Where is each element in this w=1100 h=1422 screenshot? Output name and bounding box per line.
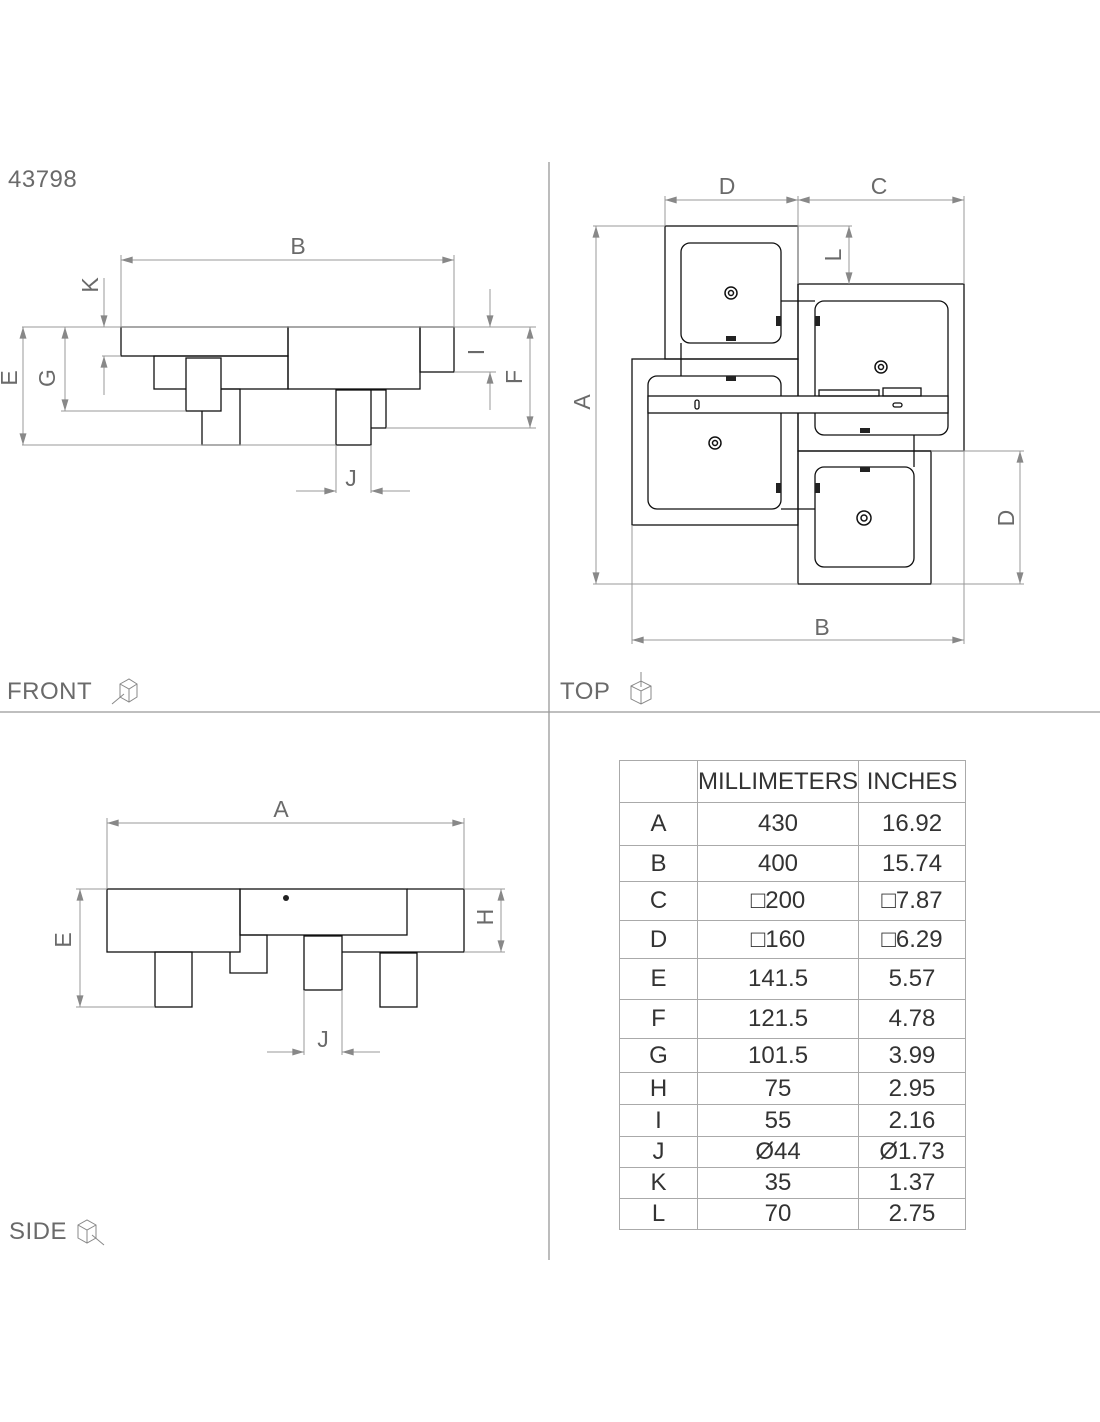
view-label-top: TOP — [560, 678, 611, 705]
dim-label-j-side: J — [317, 1026, 329, 1052]
side-view: A E H J — [50, 796, 505, 1056]
header-inches: INCHES — [858, 760, 967, 803]
millimeters-value: □200 — [696, 881, 860, 921]
dim-label-g: G — [34, 369, 60, 387]
inches-value: □7.87 — [858, 881, 967, 921]
dimension-key: K — [619, 1167, 698, 1199]
dimension-key: I — [619, 1104, 698, 1137]
dim-label-i: I — [463, 349, 489, 355]
dim-label-b: B — [290, 233, 305, 259]
header-millimeters: MILLIMETERS — [696, 760, 860, 803]
dim-label-k: K — [77, 277, 103, 293]
frame-lines — [0, 162, 1100, 1260]
dimension-key: D — [619, 920, 698, 959]
cube-side-view-icon — [77, 1219, 105, 1246]
inches-value: Ø1.73 — [858, 1136, 967, 1168]
inches-value: 4.78 — [858, 999, 967, 1039]
dimension-key: G — [619, 1038, 698, 1073]
product-number: 43798 — [8, 166, 78, 193]
dim-label-a-top: A — [569, 394, 595, 410]
table-header-row: MILLIMETERS INCHES — [619, 760, 967, 803]
inches-value: 2.75 — [858, 1198, 967, 1230]
front-view: B K E G I F J — [0, 233, 536, 495]
cube-front-view-icon — [111, 678, 138, 705]
dim-label-l: L — [820, 248, 846, 261]
dim-label-e-side: E — [50, 932, 76, 947]
millimeters-value: 55 — [696, 1104, 860, 1137]
millimeters-value: 70 — [696, 1198, 860, 1230]
dimension-key: B — [619, 845, 698, 882]
header-key — [619, 760, 698, 803]
dimension-key: J — [619, 1136, 698, 1168]
nut-icons — [708, 286, 888, 526]
inches-value: 16.92 — [858, 802, 967, 846]
millimeters-value: 430 — [696, 802, 860, 846]
inches-value: 5.57 — [858, 958, 967, 1000]
millimeters-value: 75 — [696, 1072, 860, 1105]
dim-label-e: E — [0, 370, 22, 385]
inches-value: 15.74 — [858, 845, 967, 882]
millimeters-value: 35 — [696, 1167, 860, 1199]
dimension-key: E — [619, 958, 698, 1000]
table-row: C□200□7.87 — [619, 881, 967, 921]
dim-label-b-top: B — [814, 614, 829, 640]
millimeters-value: Ø44 — [696, 1136, 860, 1168]
inches-value: 1.37 — [858, 1167, 967, 1199]
dimension-key: F — [619, 999, 698, 1039]
inches-value: □6.29 — [858, 920, 967, 959]
table-row: D□160□6.29 — [619, 920, 967, 959]
millimeters-value: 141.5 — [696, 958, 860, 1000]
dimension-key: C — [619, 881, 698, 921]
dim-label-h: H — [472, 909, 498, 926]
dim-label-a-side: A — [273, 796, 289, 822]
millimeters-value: □160 — [696, 920, 860, 959]
dimension-key: A — [619, 802, 698, 846]
dimension-key: H — [619, 1072, 698, 1105]
inches-value: 2.95 — [858, 1072, 967, 1105]
inches-value: 3.99 — [858, 1038, 967, 1073]
dim-label-f: F — [501, 370, 527, 384]
dim-label-d-top: D — [719, 173, 736, 199]
inches-value: 2.16 — [858, 1104, 967, 1137]
view-label-front: FRONT — [7, 678, 93, 705]
view-label-side: SIDE — [9, 1218, 68, 1245]
dim-label-j: J — [345, 465, 357, 491]
dim-label-d-right: D — [993, 510, 1019, 527]
top-view: D C L A D B — [569, 173, 1024, 644]
dim-label-c: C — [871, 173, 888, 199]
millimeters-value: 101.5 — [696, 1038, 860, 1073]
millimeters-value: 121.5 — [696, 999, 860, 1039]
millimeters-value: 400 — [696, 845, 860, 882]
cube-top-view-icon — [630, 672, 652, 705]
dimension-key: L — [619, 1198, 698, 1230]
